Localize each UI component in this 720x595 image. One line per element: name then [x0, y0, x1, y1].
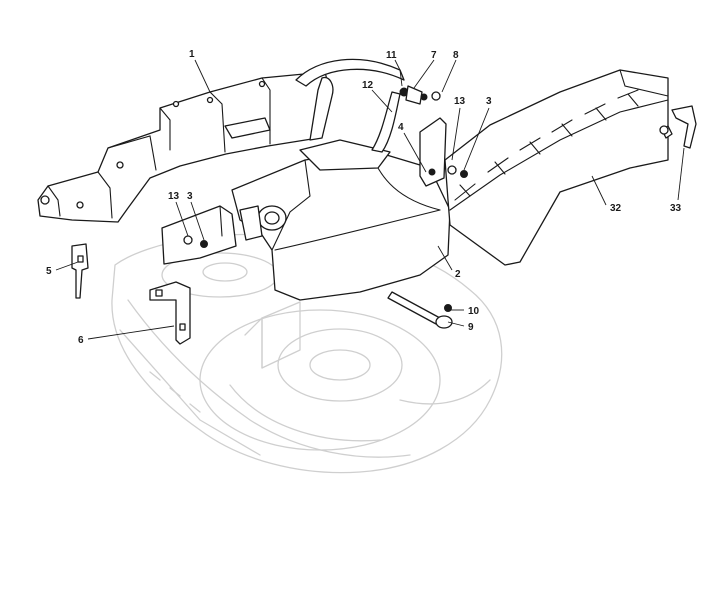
callout-labels: 1 11 7 8 12 13 3 4 32 33 13 3 5 2 6 10 9: [46, 49, 682, 346]
callout-2: 2: [455, 269, 461, 280]
rod-with-fittings: [387, 291, 453, 329]
right-small-bracket: [419, 117, 468, 187]
callout-33: 33: [670, 203, 682, 214]
callout-3-right: 3: [486, 96, 492, 107]
callout-7: 7: [431, 50, 437, 61]
callout-6: 6: [78, 335, 84, 346]
part-33-clip: [659, 105, 697, 149]
callout-11: 11: [386, 50, 397, 61]
part-2-discharge-chute: [231, 76, 451, 301]
callout-32: 32: [610, 203, 622, 214]
callout-10: 10: [468, 306, 480, 317]
leader-lines: [55, 59, 685, 340]
callout-12: 12: [362, 80, 374, 91]
part-6-bracket: [149, 281, 191, 345]
callout-4: 4: [398, 122, 404, 133]
callout-13-left: 13: [168, 191, 180, 202]
callout-9: 9: [468, 322, 474, 333]
callout-1: 1: [189, 49, 195, 60]
callout-3-left: 3: [187, 191, 193, 202]
callout-8: 8: [453, 50, 459, 61]
part-32-discharge-tube: [444, 69, 673, 266]
callout-5: 5: [46, 266, 52, 277]
mower-deck-ghost: [111, 233, 503, 474]
left-mounting-bracket: [161, 205, 237, 265]
hose-assembly: [295, 58, 441, 153]
part-5-bracket: [71, 243, 89, 299]
callout-13-right: 13: [454, 96, 466, 107]
